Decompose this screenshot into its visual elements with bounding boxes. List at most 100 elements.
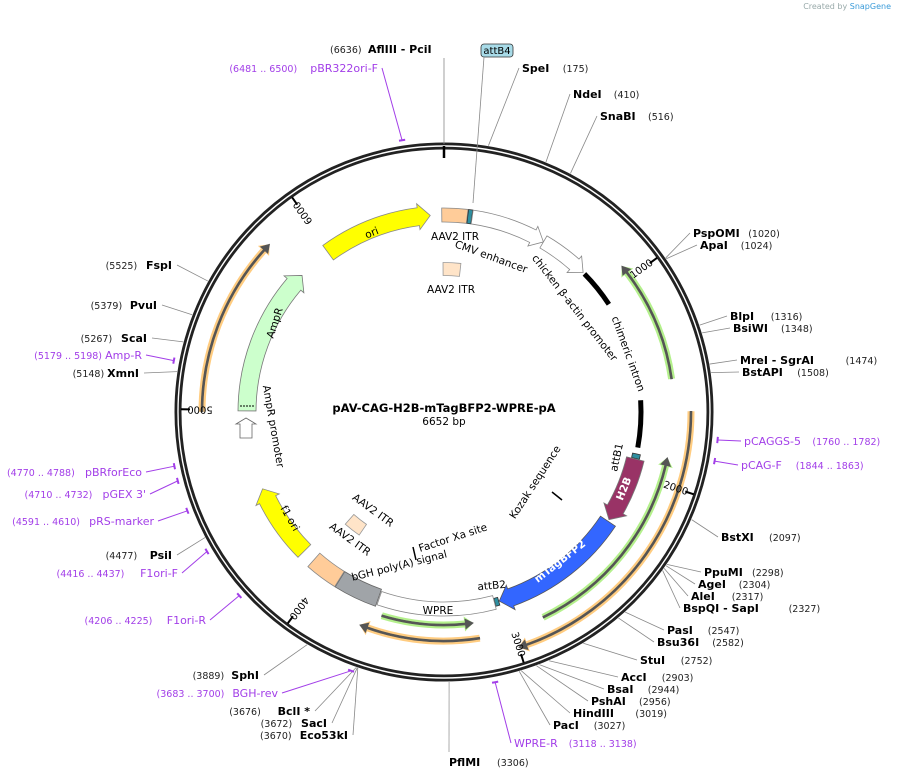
primer-mark bbox=[713, 457, 717, 465]
enzyme-position: (3027) bbox=[594, 721, 626, 732]
attb4-leader bbox=[472, 56, 485, 204]
tick-mark bbox=[649, 257, 658, 264]
primer-leader bbox=[181, 551, 208, 574]
enzyme-leader bbox=[539, 664, 605, 690]
enzyme-site: Bsu36I(2582) bbox=[618, 617, 744, 649]
enzyme-position: (3889) bbox=[193, 671, 225, 682]
primer-mark bbox=[172, 357, 176, 364]
enzyme-name: BstAPI bbox=[742, 366, 783, 379]
primer-name: WPRE-R bbox=[514, 737, 558, 750]
enzyme-site: BspQI - SapI (2327) bbox=[662, 570, 821, 615]
enzyme-site: PacI(3027) bbox=[518, 671, 626, 732]
orf-arc bbox=[381, 614, 474, 630]
enzyme-leader bbox=[662, 570, 681, 609]
enzyme-site: BlpI (1316) bbox=[699, 310, 803, 326]
orf-arc bbox=[359, 622, 481, 643]
enzyme-name: PflMI bbox=[449, 756, 480, 769]
enzyme-name: PasI bbox=[667, 624, 693, 637]
primer-site: WPRE-R (3118 .. 3138) bbox=[491, 680, 637, 750]
enzyme-site: StuI(2752) bbox=[583, 642, 712, 667]
primer-name: F1ori-R bbox=[167, 614, 207, 627]
enzyme-name: SphI bbox=[231, 669, 259, 682]
enzyme-site: SnaBI(516) bbox=[570, 110, 674, 174]
feature-label: Factor Xa site bbox=[417, 521, 489, 554]
orf-arc-glow bbox=[359, 620, 481, 645]
enzyme-position: (1316) bbox=[771, 312, 803, 323]
primer-mark bbox=[347, 668, 355, 673]
enzyme-leader bbox=[570, 115, 598, 174]
feature-attb1 bbox=[631, 452, 641, 460]
enzyme-position: (2327) bbox=[789, 604, 821, 615]
enzyme-site: (6636)AflIII - PciI bbox=[330, 43, 445, 144]
primer-site: pGEX 3'(4710 .. 4732) bbox=[25, 477, 180, 501]
tick-label: 1000 bbox=[628, 257, 655, 281]
primer-range: (4770 .. 4788) bbox=[7, 468, 75, 479]
enzyme-site: AleI(2317) bbox=[663, 568, 763, 603]
feature-aav2-itr bbox=[441, 207, 469, 224]
primer-leader bbox=[145, 354, 174, 362]
enzyme-name: PpuMI bbox=[704, 566, 743, 579]
orf-arc-glow bbox=[198, 244, 270, 412]
enzyme-position: (2298) bbox=[752, 568, 784, 579]
enzyme-name: BsiWI bbox=[733, 322, 768, 335]
enzyme-leader bbox=[161, 304, 193, 316]
enzyme-leader bbox=[352, 667, 359, 736]
enzyme-name: BspQI - SapI bbox=[683, 602, 759, 615]
enzyme-site: AccI(2903) bbox=[548, 660, 693, 684]
enzyme-site: SpeI(175) bbox=[488, 62, 588, 146]
enzyme-position: (2304) bbox=[739, 580, 771, 591]
primer-range: (6481 .. 6500) bbox=[229, 64, 297, 75]
enzyme-leader bbox=[548, 660, 619, 678]
attb4-label: attB4 bbox=[483, 46, 510, 57]
factor-xa-site-mark bbox=[412, 546, 417, 561]
primer-leader bbox=[145, 465, 175, 473]
enzyme-position: (5267) bbox=[81, 334, 113, 345]
primer-range: (3118 .. 3138) bbox=[569, 739, 637, 750]
feature-wpre bbox=[376, 590, 497, 617]
enzyme-site: XmnI(5148) bbox=[73, 367, 178, 380]
primer-name: pBRforEco bbox=[85, 466, 142, 479]
feature-aav2-itr bbox=[442, 262, 462, 277]
enzyme-position: (3019) bbox=[635, 709, 667, 720]
primer-site: pRS-marker(4591 .. 4610) bbox=[12, 507, 190, 528]
enzyme-site: BclI *(3676) bbox=[229, 667, 357, 718]
primer-name: pGEX 3' bbox=[102, 488, 146, 501]
enzyme-position: (5525) bbox=[106, 261, 138, 272]
tick-mark bbox=[286, 615, 294, 625]
enzyme-site: PshAI(2956) bbox=[536, 665, 671, 708]
tick-mark bbox=[520, 653, 525, 663]
enzyme-leader bbox=[143, 371, 178, 374]
enzyme-leader bbox=[314, 667, 357, 712]
feature-ori bbox=[322, 202, 431, 261]
enzyme-name: AgeI bbox=[698, 578, 726, 591]
primer-leader bbox=[714, 460, 739, 466]
enzyme-position: (516) bbox=[648, 112, 674, 123]
primer-name: pCAG-F bbox=[741, 459, 782, 472]
enzyme-site: MreI - SgrAI(1474) bbox=[709, 354, 877, 367]
primer-name: F1ori-F bbox=[140, 567, 178, 580]
enzyme-name: ApaI bbox=[700, 239, 728, 252]
orf-arc bbox=[518, 410, 693, 650]
primer-name: pCAGGS-5 bbox=[744, 435, 801, 448]
primer-leader bbox=[157, 510, 188, 522]
enzyme-leader bbox=[618, 617, 655, 643]
feature-bgh-poly-a-signal bbox=[334, 571, 382, 607]
enzyme-leader bbox=[691, 519, 719, 538]
enzyme-name: SacI bbox=[301, 717, 327, 730]
enzyme-site: BstXI(2097) bbox=[691, 519, 801, 544]
feature-label: AmpR promoter bbox=[260, 384, 286, 469]
enzyme-leader bbox=[665, 565, 696, 585]
enzyme-position: (3670) bbox=[260, 731, 292, 742]
enzyme-leader bbox=[625, 611, 665, 631]
primer-name: pRS-marker bbox=[89, 515, 154, 528]
enzyme-leader bbox=[520, 670, 571, 714]
enzyme-name: BlpI bbox=[730, 310, 754, 323]
primer-mark bbox=[398, 138, 406, 142]
enzyme-name: XmnI bbox=[107, 367, 139, 380]
tick-mark bbox=[684, 490, 695, 496]
feature-label: WPRE bbox=[423, 605, 454, 617]
enzyme-name: Bsu36I bbox=[657, 636, 699, 649]
primer-site: pBRforEco (4770 .. 4788) bbox=[7, 462, 177, 479]
enzyme-position: (3676) bbox=[229, 707, 261, 718]
